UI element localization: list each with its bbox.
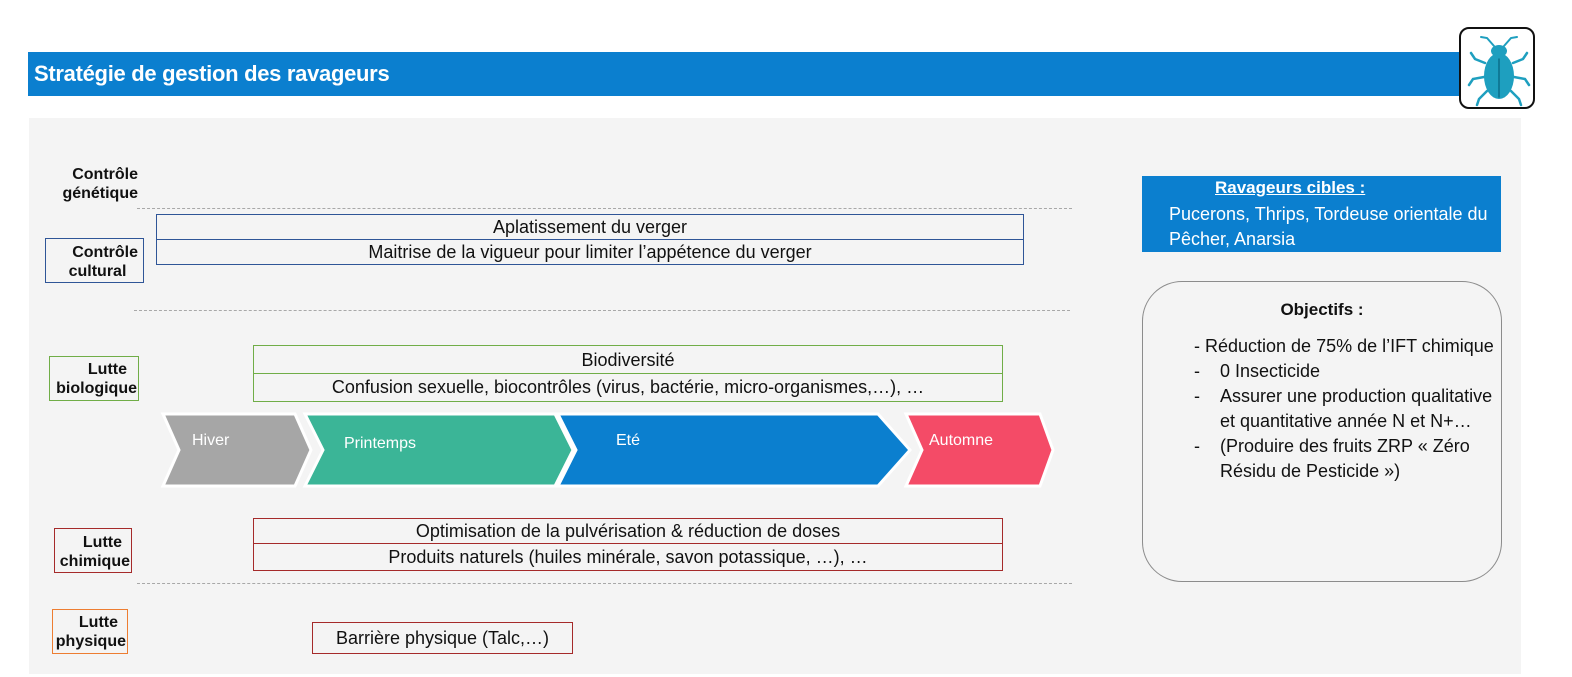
season-arrow-ete [555,412,913,488]
category-physique-label: Lutte physique [48,613,130,651]
cultural-action-1: Aplatissement du verger [157,215,1023,240]
target-pests-title: Ravageurs cibles : [1215,178,1366,197]
physique-action-1: Barrière physique (Talc,…) [335,628,550,648]
objective-bullet: - [1194,436,1200,456]
category-chimique-line1: Lutte [82,534,122,551]
cultural-action-2: Maitrise de la vigueur pour limiter l’ap… [368,242,812,262]
chimique-actions: Optimisation de la pulvérisation & réduc… [253,518,1003,571]
season-label-printemps: Printemps [344,435,417,452]
season-label-ete: Eté [616,432,641,449]
objective-item: - 0 Insecticide [1194,359,1494,384]
category-cultural-line1: Contrôle [72,244,138,261]
category-genetique-line1: Contrôle [72,166,138,183]
category-cultural-label: Contrôle cultural [45,243,142,281]
target-pests-text: Pucerons, Thrips, Tordeuse orientale du … [1169,204,1488,249]
category-chimique-box [54,528,132,573]
category-biologique-line1: Lutte [87,361,127,378]
category-biologique-line2: biologique [56,380,137,397]
objective-text: 0 Insecticide [1220,361,1321,381]
category-physique-line1: Lutte [78,614,118,631]
objectives-list: - Réduction de 75% de l’IFT chimique - 0… [1194,334,1494,484]
category-biologique-box [49,356,139,401]
biologique-actions: Biodiversité Confusion sexuelle, biocont… [253,345,1003,402]
chimique-action-2: Produits naturels (huiles minérale, savo… [388,547,868,567]
objectives-title: Objectifs : [1280,300,1364,319]
separator-line [134,310,1070,311]
season-label-hiver: Hiver [192,432,230,449]
season-label-automne: Automne [929,432,994,449]
biologique-action-1: Biodiversité [254,346,1002,374]
objective-ift: - Réduction de 75% de l’IFT chimique [1194,336,1494,356]
cultural-actions: Aplatissement du verger Maitrise de la v… [156,214,1024,265]
season-arrow-printemps [302,412,575,488]
category-chimique-label: Lutte chimique [50,533,134,571]
objective-item: - (Produire des fruits ZRP « Zéro Résidu… [1194,434,1494,484]
physique-actions: Barrière physique (Talc,…) [312,622,573,654]
category-chimique-line2: chimique [59,553,130,570]
category-cultural-line2: cultural [68,263,127,280]
beetle-icon-frame [1459,27,1535,109]
objective-text: (Produire des fruits ZRP « Zéro Résidu d… [1220,436,1470,481]
separator-line [137,583,1072,584]
objectives-box: Objectifs : - Réduction de 75% de l’IFT … [1142,281,1502,582]
category-biologique-label: Lutte biologique [45,360,141,398]
target-pests-box: Ravageurs cibles : Pucerons, Thrips, Tor… [1142,176,1501,252]
season-timeline [160,412,1055,488]
page-title: Stratégie de gestion des ravageurs [28,52,1460,96]
category-physique-box [52,609,128,654]
category-genetique-line2: génétique [62,185,138,202]
objective-bullet: - [1194,361,1200,381]
objective-item: - Assurer une production qualitative et … [1194,384,1494,434]
category-physique-line2: physique [55,633,126,650]
season-arrow-hiver [160,412,313,488]
biologique-action-2: Confusion sexuelle, biocontrôles (virus,… [331,377,925,397]
category-cultural-box [45,238,144,283]
category-genetique-label: Contrôle génétique [40,165,142,203]
chimique-action-1: Optimisation de la pulvérisation & réduc… [254,519,1002,544]
beetle-icon [1467,36,1531,107]
objective-text: Assurer une production qualitative et qu… [1220,386,1493,431]
season-arrow-automne [903,412,1055,488]
objective-bullet: - [1194,386,1200,406]
separator-line [137,208,1072,209]
